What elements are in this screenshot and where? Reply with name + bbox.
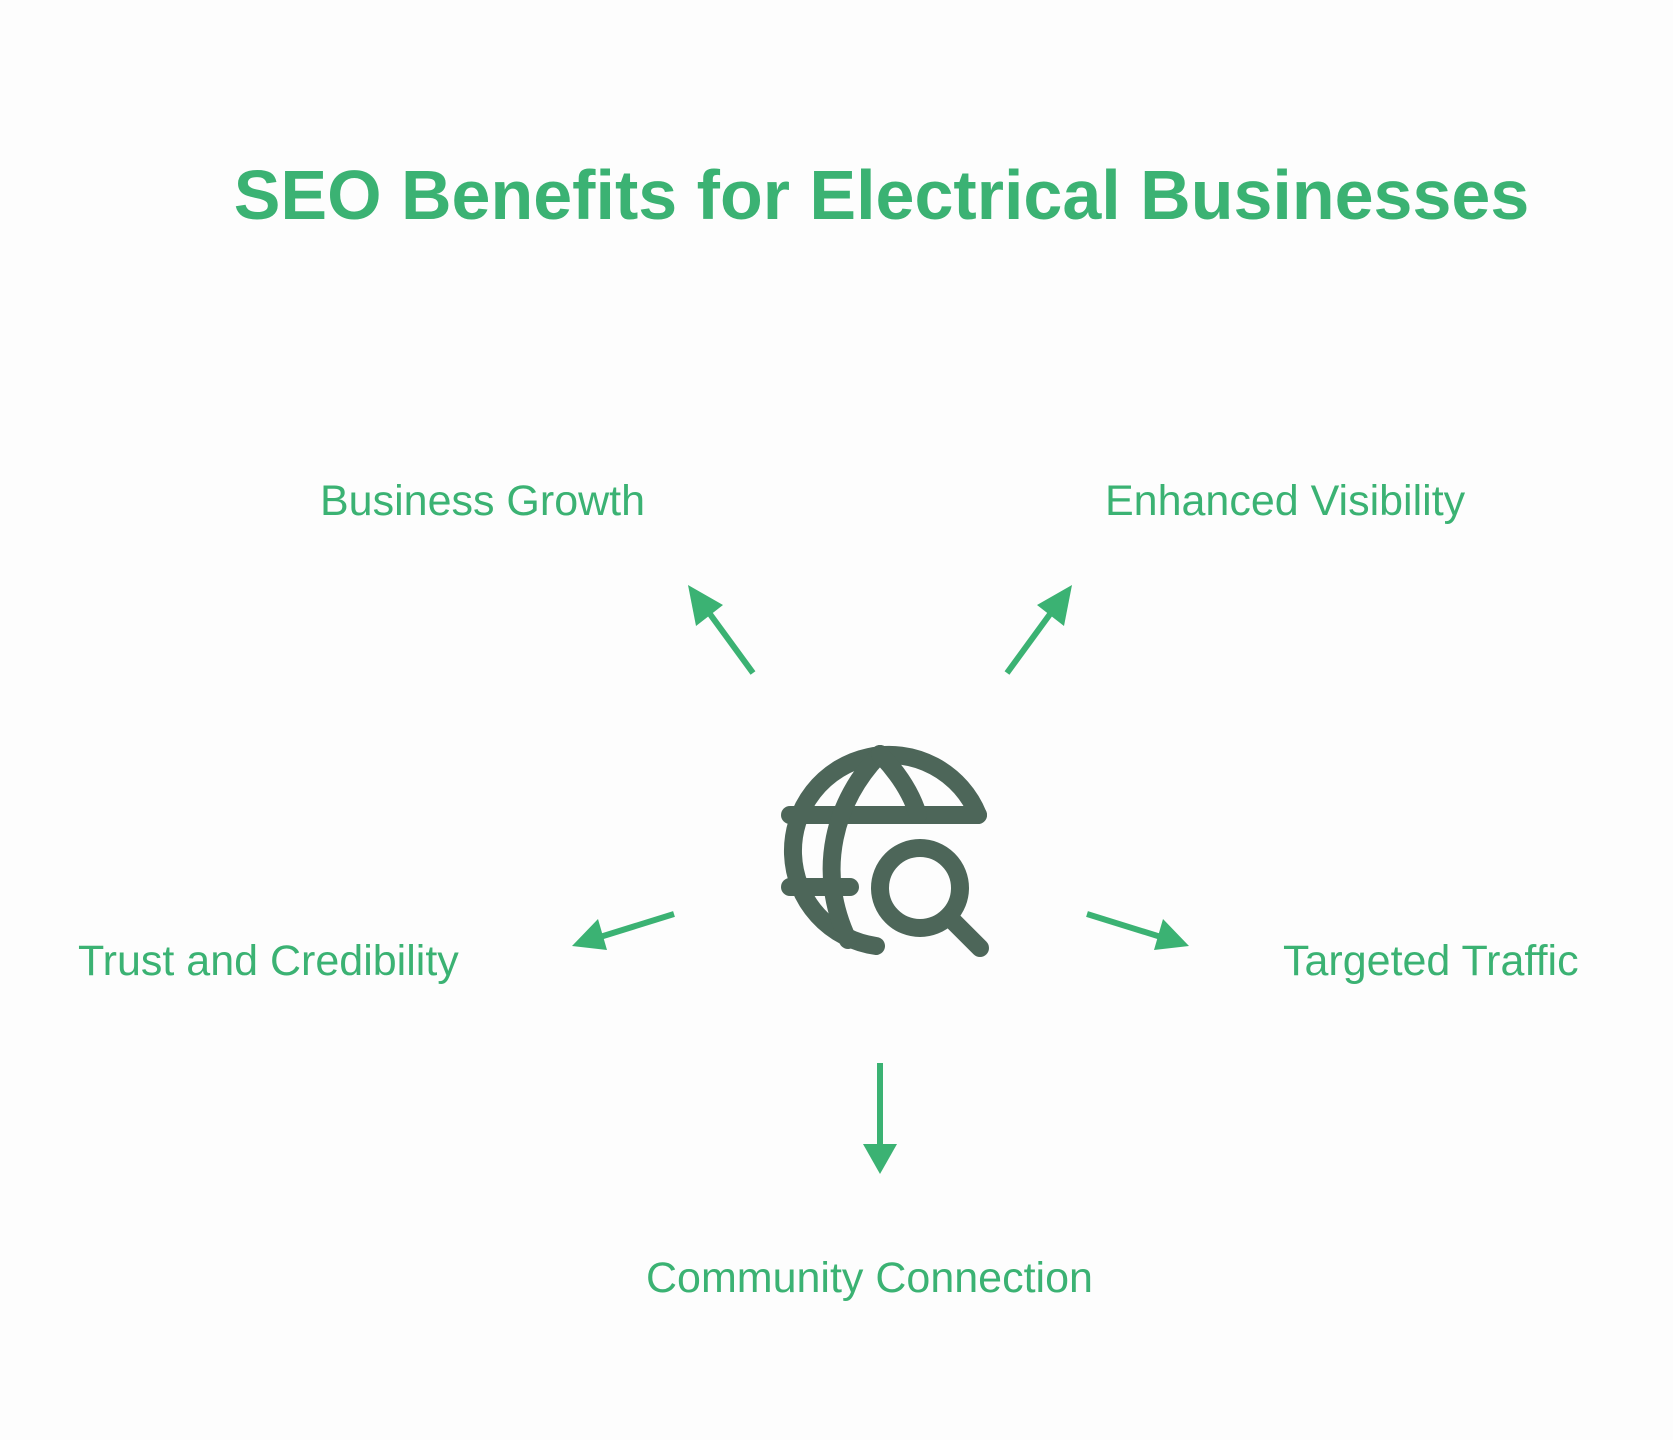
benefit-targeted-traffic: Targeted Traffic: [1283, 937, 1579, 985]
arrows-group: [572, 585, 1189, 1174]
arrow-enhanced-visibility: [1004, 585, 1072, 675]
page-title: SEO Benefits for Electrical Businesses: [233, 156, 1530, 234]
arrow-business-growth: [688, 585, 756, 675]
benefit-trust-credibility: Trust and Credibility: [78, 937, 459, 985]
arrow-trust-credibility: [572, 911, 675, 950]
benefit-community-connection: Community Connection: [646, 1254, 1093, 1302]
benefit-business-growth: Business Growth: [320, 477, 646, 525]
arrow-targeted-traffic: [1086, 911, 1189, 950]
arrow-community-connection: [863, 1063, 897, 1174]
globe-search-icon: [781, 745, 989, 957]
benefit-enhanced-visibility: Enhanced Visibility: [1105, 477, 1466, 525]
